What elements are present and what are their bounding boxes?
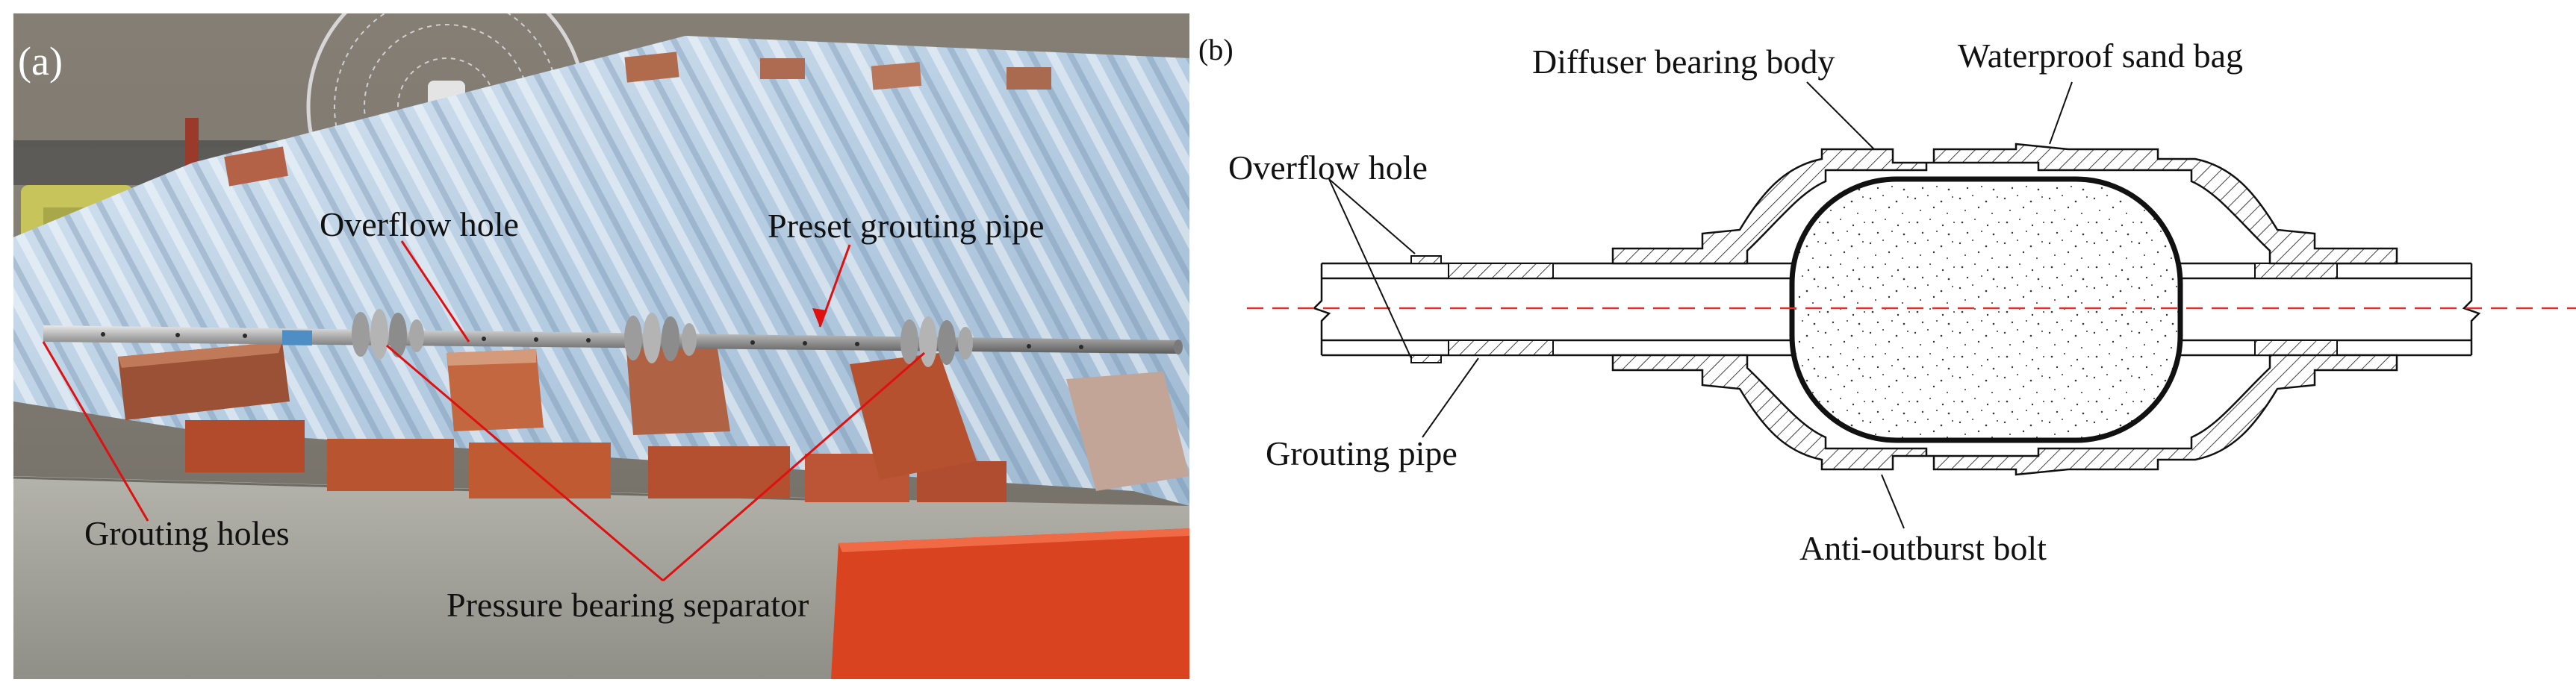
panel-a-photo: (a) Overflow hole Preset grouting pipe G… (13, 13, 1189, 679)
base-bricks (185, 420, 1007, 502)
schematic-drawing: (b) (1198, 33, 2576, 567)
panel-b-label: (b) (1198, 33, 1233, 66)
arrowhead (812, 308, 827, 327)
roof-bricks (224, 51, 1051, 187)
label-waterproof-sand-bag: Waterproof sand bag (1958, 37, 2243, 75)
label-diffuser-bearing-body: Diffuser bearing body (1532, 43, 1835, 81)
grouting-pipe-photo (43, 309, 1183, 367)
label-anti-outburst-bolt: Anti-outburst bolt (1799, 529, 2047, 567)
diffuser-body-lower (1611, 354, 2398, 476)
label-grouting-holes: Grouting holes (84, 514, 290, 552)
label-overflow-hole-drawing: Overflow hole (1228, 149, 1428, 187)
label-pressure-bearing-separator: Pressure bearing separator (447, 586, 809, 624)
diffuser-body-upper (1611, 143, 2398, 265)
photo-illustration: (a) Overflow hole Preset grouting pipe G… (13, 13, 1189, 679)
panel-a-label: (a) (18, 39, 63, 84)
leader-lines (1328, 81, 2073, 529)
photo-annotation-lines (42, 240, 925, 582)
red-board (831, 528, 1189, 679)
waterproof-sand-bag (1789, 176, 2183, 443)
label-overflow-hole-photo: Overflow hole (320, 205, 519, 243)
panel-b-drawing: (b) (1195, 13, 2576, 679)
label-preset-grouting-pipe: Preset grouting pipe (768, 207, 1045, 245)
label-grouting-pipe: Grouting pipe (1266, 434, 1457, 472)
